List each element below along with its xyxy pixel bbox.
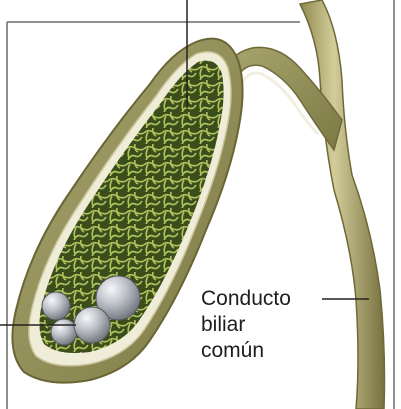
label-line-1: Conducto bbox=[201, 286, 291, 312]
label-line-3: común bbox=[201, 338, 291, 364]
common-bile-duct-label: Conducto biliar común bbox=[201, 286, 291, 364]
label-line-2: biliar bbox=[201, 312, 291, 338]
common-bile-duct bbox=[300, 0, 385, 409]
gallstone bbox=[51, 319, 77, 345]
gallstone bbox=[42, 292, 70, 320]
gallstone bbox=[74, 307, 110, 343]
